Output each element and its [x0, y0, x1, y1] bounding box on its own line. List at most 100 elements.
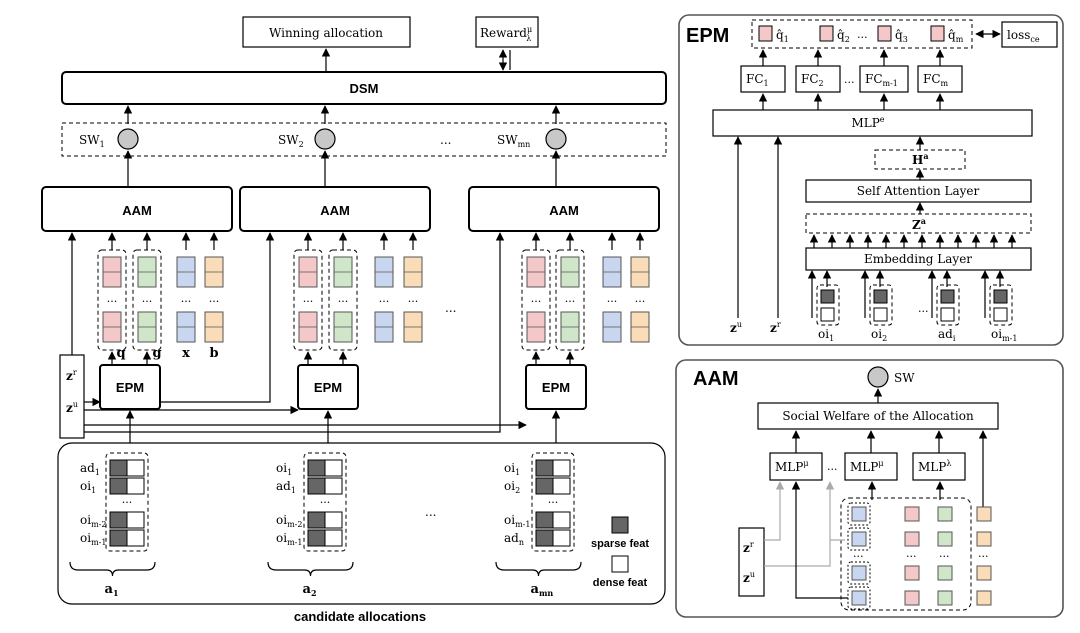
aam-feature-cell [976, 565, 992, 581]
aam-feature-cell [976, 506, 992, 522]
allocation-brace [495, 561, 582, 577]
aam-feature-cell [904, 506, 920, 522]
allocation-item [109, 511, 145, 529]
feature-ellipsis: ... [181, 292, 192, 305]
aam-feature-ellipsis: ... [939, 547, 950, 560]
sw-output-circle [867, 366, 889, 388]
feature-cell [560, 256, 580, 288]
z-side-box [59, 354, 85, 439]
loss-box [1001, 21, 1058, 48]
epm-item-box [869, 284, 893, 326]
sw-label: SW2 [278, 133, 304, 149]
aam-feature-cell [851, 590, 867, 606]
zu-label: zu [66, 400, 78, 415]
allocation-brace [69, 561, 156, 577]
q-hat-label: q̂3 [895, 28, 908, 44]
candidate-caption: candidate allocations [294, 609, 426, 624]
aam-label: AAM [122, 203, 152, 218]
feature-cell [374, 311, 394, 343]
aam-feature-cell [851, 531, 867, 547]
dense-cell [993, 307, 1008, 322]
allocation-item [535, 511, 571, 529]
aam-feature-cell [904, 590, 920, 606]
feature-cell [630, 256, 650, 288]
aam-feature-ellipsis: ... [906, 547, 917, 560]
allocation-item-label: oim-2 [276, 513, 302, 529]
social-welfare-box [757, 402, 999, 430]
embedding-box [805, 247, 1032, 271]
aam-panel-box [675, 359, 1064, 618]
q-hat-label: q̂m [948, 28, 964, 44]
aam-features: ............ [764, 481, 992, 610]
sw-circle [545, 128, 567, 150]
aam-label: AAM [549, 203, 579, 218]
allocation-dashed-box [105, 452, 149, 552]
feature-label-x: x [182, 346, 190, 361]
aam-feature-cell [976, 531, 992, 547]
feature-label-q: q [116, 346, 125, 361]
reward-box [475, 16, 539, 48]
za-box [805, 213, 1032, 234]
epm-label: EPM [116, 380, 144, 395]
feature-ellipsis: ... [303, 292, 314, 305]
aam-feature-cell [937, 565, 953, 581]
allocation-item [535, 459, 571, 477]
feature-section-ellipsis: ... [445, 301, 456, 315]
aam-mlp-ellipsis: ... [827, 460, 838, 473]
dense-cell [820, 307, 835, 322]
dense-cell [940, 307, 955, 322]
epm-item-label: adi [938, 327, 956, 343]
allocation-item-label: oim-1 [276, 531, 302, 547]
epm-label: EPM [542, 380, 570, 395]
allocation-ellipsis: ... [122, 493, 133, 506]
mlp-e-label: MLPe [851, 115, 884, 130]
sparse-cell [993, 289, 1008, 304]
feature-ellipsis: ... [565, 292, 576, 305]
allocation-ellipsis: ... [320, 493, 331, 506]
social-welfare-label: Social Welfare of the Allocation [782, 409, 974, 423]
feature-cell [333, 311, 353, 343]
aam-feature-cell [937, 506, 953, 522]
epm-panel-title: EPM [686, 25, 729, 47]
allocation-item [307, 477, 343, 495]
feature-ellipsis: ... [531, 292, 542, 305]
allocation-dashed-box [303, 452, 347, 552]
fc-label: FC2 [801, 72, 824, 88]
self-attention-box [805, 179, 1032, 203]
aam-feature-cell [851, 565, 867, 581]
sparse-cell [940, 289, 955, 304]
allocation-dashed-box [531, 452, 575, 552]
dsm-box [61, 71, 667, 105]
feature-cell [298, 311, 318, 343]
feature-cell [102, 311, 122, 343]
q-hat-label: q̂1 [776, 28, 789, 44]
allocation-item-label: oi1 [276, 461, 292, 477]
aam-feature-cell [904, 531, 920, 547]
allocation-item [109, 529, 145, 547]
allocation-item-label: oi1 [504, 461, 520, 477]
feature-cell [602, 256, 622, 288]
allocation-ellipsis: ... [548, 493, 559, 506]
epm-box [99, 364, 161, 410]
feature-cell [630, 311, 650, 343]
sw-label: SWmn [497, 133, 530, 149]
feature-ellipsis: ... [408, 292, 419, 305]
allocation-name: a1 [105, 582, 119, 598]
allocation-name: a2 [303, 582, 317, 598]
allocation-item-label: oim-1 [80, 531, 106, 547]
allocation-item [535, 477, 571, 495]
fc-box [795, 65, 841, 93]
allocation-item-label: ad1 [276, 479, 296, 495]
allocation-item [109, 459, 145, 477]
q-hat-cell [819, 25, 834, 42]
epm-item-box [989, 284, 1013, 326]
aam-zr-label: zr [743, 540, 754, 555]
self-attention-label: Self Attention Layer [857, 184, 980, 198]
